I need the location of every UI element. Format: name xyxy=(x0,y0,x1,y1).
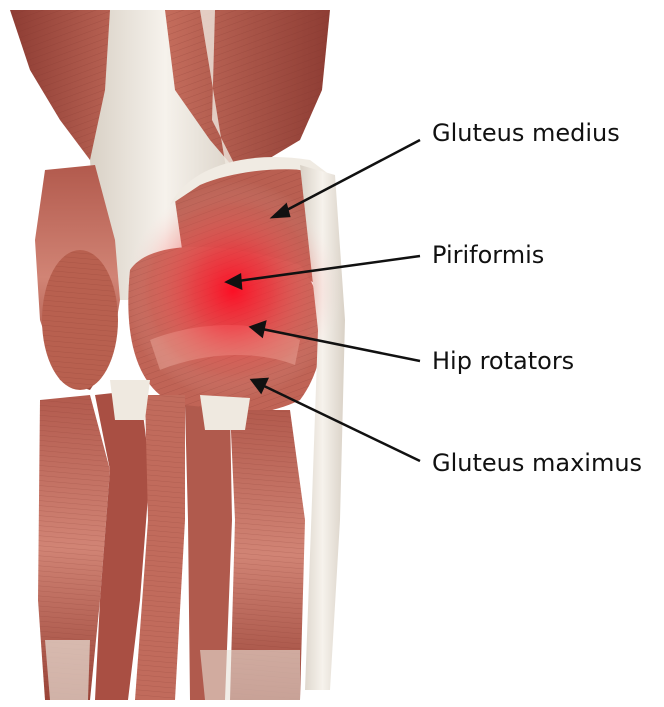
label-gluteus-maximus: Gluteus maximus xyxy=(432,451,642,475)
label-piriformis: Piriformis xyxy=(432,243,544,267)
thigh-muscles xyxy=(38,380,305,700)
label-hip-rotators: Hip rotators xyxy=(432,349,574,373)
piriformis-pain-highlight xyxy=(123,180,343,400)
label-gluteus-medius: Gluteus medius xyxy=(432,121,620,145)
